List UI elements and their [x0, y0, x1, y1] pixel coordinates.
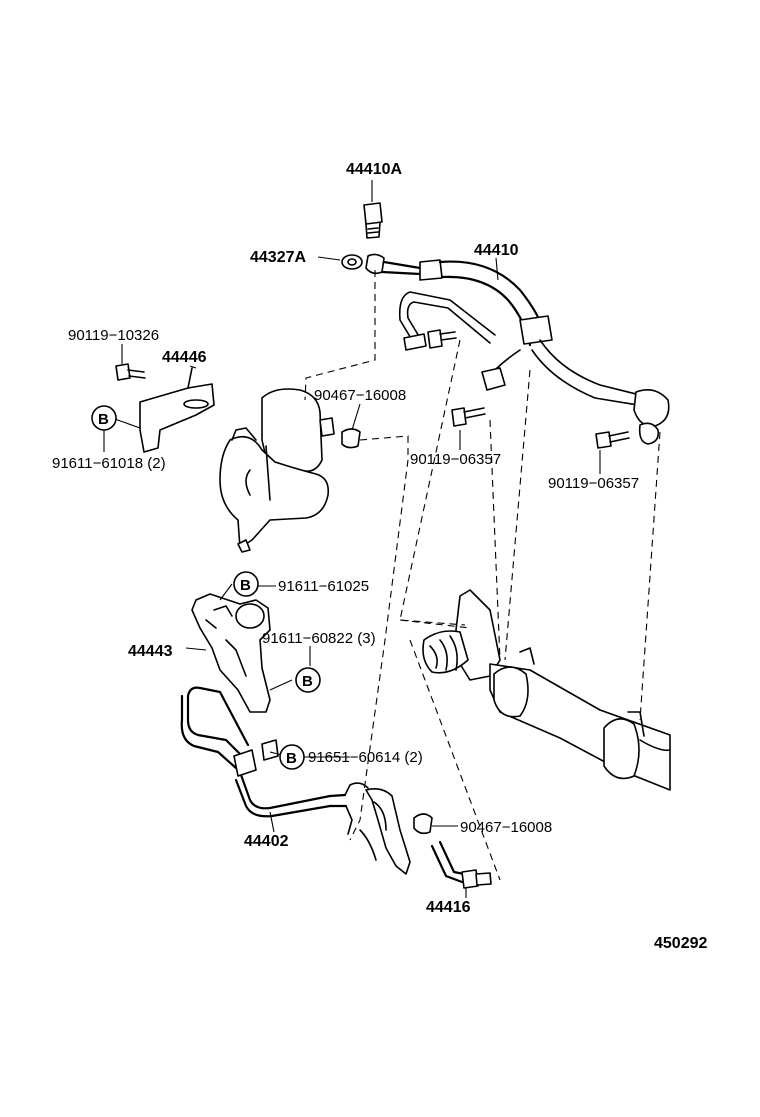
badge-b: B	[295, 667, 321, 693]
bolt-icon	[595, 431, 630, 449]
pump-icon	[219, 388, 335, 553]
badge-letter: B	[302, 673, 313, 690]
bracket-icon	[185, 593, 271, 713]
badge-b: B	[279, 744, 305, 770]
pressure-hose-icon	[365, 253, 670, 427]
clamp-icon	[413, 813, 458, 835]
badge-b: B	[233, 571, 259, 597]
bolt-icon	[451, 407, 486, 427]
part-label-90467-16008-top: 90467−16008	[314, 387, 406, 404]
part-label-90119-06357-b: 90119−06357	[548, 475, 639, 492]
bolt-icon	[115, 363, 146, 381]
clamp-icon	[341, 403, 361, 449]
badge-b: B	[91, 405, 117, 431]
diagram-id: 450292	[654, 935, 707, 952]
part-label-91651-60614: 91651−60614 (2)	[308, 749, 423, 766]
part-label-91611-60822: 91611−60822 (3)	[262, 630, 376, 647]
leader-lines	[103, 180, 601, 758]
part-label-44327A: 44327A	[250, 249, 306, 266]
connection-lines	[304, 270, 661, 881]
badge-letter: B	[286, 750, 297, 767]
gasket-icon	[317, 254, 363, 270]
bolt-icon	[427, 329, 457, 349]
gear-rack-icon	[422, 589, 671, 791]
clamp-icon	[638, 422, 660, 445]
part-label-44446: 44446	[162, 349, 207, 366]
part-label-90119-10326: 90119−10326	[68, 327, 159, 344]
part-label-90119-06357-a: 90119−06357	[410, 451, 501, 468]
badge-letter: B	[98, 411, 109, 428]
union-bolt-icon	[363, 202, 383, 239]
bracket-icon	[139, 365, 215, 453]
part-label-44402: 44402	[244, 833, 289, 850]
pipe-icon	[180, 686, 411, 875]
part-label-90467-16008-bottom: 90467−16008	[460, 819, 552, 836]
part-label-91611-61018: 91611−61018 (2)	[52, 455, 166, 472]
part-label-44443: 44443	[128, 643, 173, 660]
part-label-44410: 44410	[474, 242, 519, 259]
badge-letter: B	[240, 577, 251, 594]
part-label-44410A: 44410A	[346, 161, 402, 178]
part-label-91611-61025: 91611−61025	[278, 578, 369, 595]
part-label-44416: 44416	[426, 899, 471, 916]
hose-icon	[430, 840, 492, 898]
